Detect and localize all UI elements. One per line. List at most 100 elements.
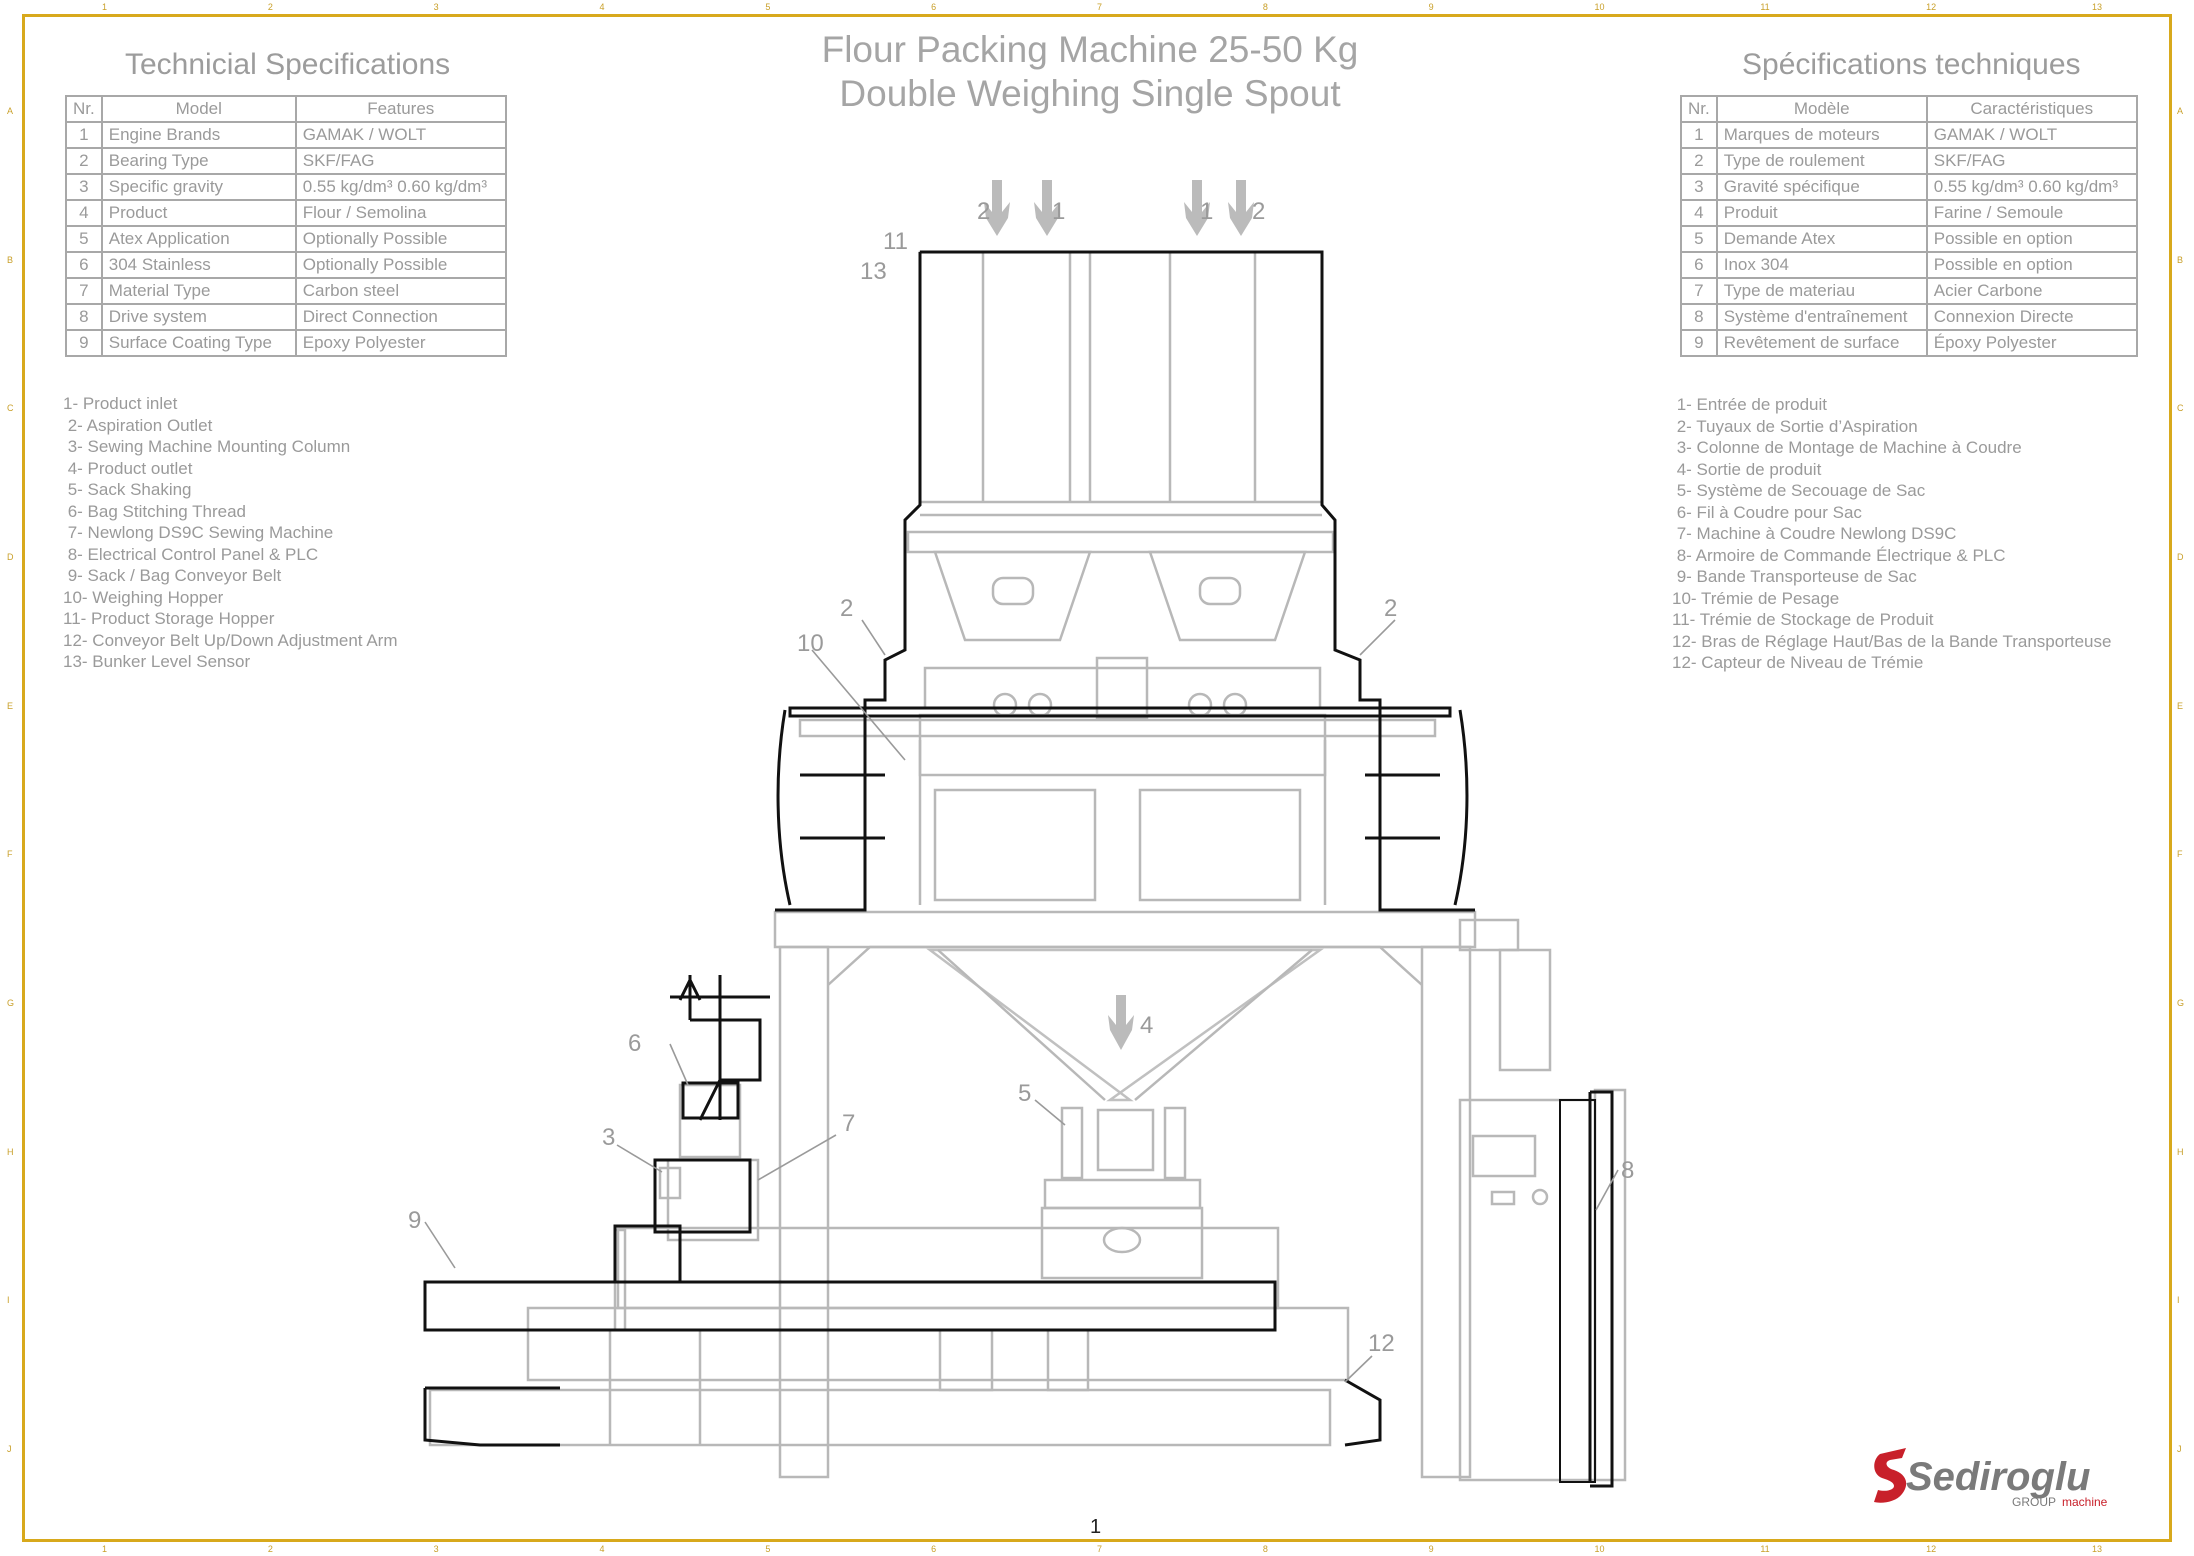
ruler-label: 13 — [2092, 2, 2103, 12]
ruler-label: 2 — [267, 2, 273, 12]
ruler-label: 7 — [1097, 2, 1103, 12]
right-spec-heading: Spécifications techniques — [1742, 48, 2081, 81]
ruler-label: 2 — [267, 1544, 273, 1554]
ruler-label: 11 — [1760, 1544, 1770, 1554]
legend-item: 9- Sack / Bag Conveyor Belt — [63, 566, 282, 585]
col-header-model: Model — [100, 95, 297, 123]
ruler-label: 11 — [1760, 2, 1770, 12]
ruler-label: 3 — [433, 2, 439, 12]
ruler-label: B — [2177, 254, 2184, 265]
inlet-arrow-2-right — [1228, 180, 1254, 236]
row-feature: Connexion Directe — [1925, 303, 2138, 331]
row-nr: 2 — [1680, 147, 1718, 175]
callout-4: 4 — [1140, 1012, 1154, 1039]
legend-item: 9- Bande Transporteuse de Sac — [1672, 567, 1917, 586]
ruler-label: H — [7, 1146, 14, 1157]
row-nr: 4 — [1680, 199, 1718, 227]
ruler-label: 12 — [1926, 2, 1937, 12]
row-model: 304 Stainless — [100, 251, 297, 279]
row-nr: 8 — [1680, 303, 1718, 331]
legend-item: 8- Electrical Control Panel & PLC — [63, 544, 319, 564]
row-model: Bearing Type — [100, 147, 297, 175]
storage-hopper — [918, 250, 1324, 504]
ruler-label: 6 — [931, 2, 937, 12]
row-nr: 3 — [1680, 173, 1718, 201]
row-feature: Possible en option — [1925, 251, 2138, 279]
row-feature: Époxy Polyester — [1925, 329, 2138, 357]
legend-item: 7- Machine à Coudre Newlong DS9C — [1672, 524, 1957, 543]
outline-left — [775, 252, 922, 912]
row-nr: 3 — [65, 173, 103, 201]
callout-2-right: 2 — [1252, 198, 1266, 225]
ruler-label: 5 — [765, 2, 771, 12]
ruler-label: I — [7, 1295, 10, 1306]
row-model: Gravité spécifique — [1715, 173, 1928, 201]
legend-item: 10- Trémie de Pesage — [1672, 588, 1840, 608]
right-legend: 1- Entrée de produit 2- Tuyaux de Sortie… — [1672, 394, 2111, 674]
ruler-label: 9 — [1428, 1544, 1434, 1554]
row-nr: 9 — [65, 329, 103, 357]
ruler-label: G — [2177, 998, 2185, 1008]
ruler-label: F — [2177, 849, 2183, 860]
row-feature: Epoxy Polyester — [294, 329, 507, 357]
left-spec-heading: Technicial Specifications — [125, 48, 451, 81]
callout-1-right: 1 — [1200, 198, 1214, 225]
row-nr: 1 — [65, 121, 103, 149]
ruler-label: 4 — [599, 1544, 605, 1554]
ruler-label: 4 — [599, 2, 605, 12]
weighing-hopper-left — [933, 550, 1092, 642]
legend-item: 11- Product Storage Hopper — [63, 609, 275, 628]
ruler-label: 7 — [1097, 1544, 1103, 1554]
callout-7: 7 — [842, 1110, 856, 1137]
row-feature: SKF/FAG — [1925, 147, 2138, 175]
ruler-label: C — [2177, 403, 2184, 414]
row-model: Surface Coating Type — [100, 329, 297, 357]
callout-12: 12 — [1368, 1330, 1395, 1357]
legend-item: 3- Colonne de Montage de Machine à Coudr… — [1672, 438, 2022, 457]
logo-sub-group: GROUP — [2012, 1495, 2056, 1509]
col-header-features: Caractéristiques — [1925, 95, 2138, 123]
ruler-label: H — [2177, 1146, 2184, 1157]
row-feature: Optionally Possible — [294, 225, 507, 253]
row-nr: 7 — [65, 277, 103, 305]
row-feature: Optionally Possible — [294, 251, 507, 279]
legend-item: 7- Newlong DS9C Sewing Machine — [63, 523, 334, 542]
callout-9: 9 — [408, 1207, 422, 1234]
row-nr: 5 — [65, 225, 103, 253]
inlet-arrow-2-left — [984, 180, 1010, 236]
row-nr: 9 — [1680, 329, 1718, 357]
drawing-frame — [22, 14, 2172, 1542]
row-model: Type de roulement — [1715, 147, 1928, 175]
callout-5: 5 — [1018, 1080, 1032, 1107]
ruler-label: 9 — [1428, 2, 1434, 12]
row-model: Specific gravity — [100, 173, 297, 201]
legend-item: 4- Product outlet — [63, 458, 193, 478]
row-model: Engine Brands — [100, 121, 297, 149]
ruler-label: 10 — [1594, 1544, 1605, 1554]
callout-1-left: 1 — [1052, 198, 1066, 225]
ruler-label: 10 — [1594, 2, 1605, 12]
callout-13: 13 — [860, 258, 887, 285]
row-model: Inox 304 — [1715, 251, 1928, 279]
inlet-arrow-1-left — [1034, 180, 1060, 236]
legend-item: 5- Sack Shaking — [63, 480, 192, 499]
ruler-label: 8 — [1262, 1544, 1268, 1554]
row-feature: SKF/FAG — [294, 147, 507, 175]
inlet-arrow-1-right — [1184, 180, 1210, 236]
col-header-nr: Nr. — [1680, 95, 1718, 123]
ruler-label: 8 — [1262, 2, 1268, 12]
outlet-arrow-4 — [1108, 995, 1134, 1050]
row-model: Material Type — [100, 277, 297, 305]
row-nr: 4 — [65, 199, 103, 227]
row-nr: 6 — [65, 251, 103, 279]
